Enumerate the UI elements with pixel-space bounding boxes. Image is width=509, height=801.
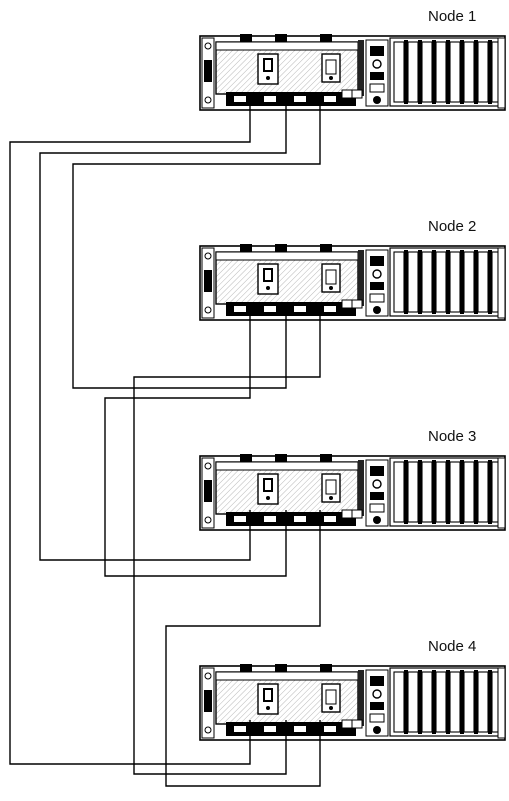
cable-node1-to-node2 <box>72 105 321 389</box>
server-node-3 <box>199 453 506 531</box>
cable-node2-to-node4 <box>133 312 321 775</box>
node-3-label: Node 3 <box>428 428 476 445</box>
cable-node3-to-node4 <box>165 510 321 787</box>
server-node-2 <box>199 243 506 321</box>
cable-node1-to-node4-a <box>9 105 251 765</box>
server-node-1 <box>199 33 506 111</box>
cable-node2-to-node3 <box>104 312 287 577</box>
node-4-label: Node 4 <box>428 638 476 655</box>
node-1-label: Node 1 <box>428 8 476 25</box>
server-node-4 <box>199 663 506 741</box>
cable-node1-to-node3 <box>39 105 287 561</box>
node-2-label: Node 2 <box>428 218 476 235</box>
